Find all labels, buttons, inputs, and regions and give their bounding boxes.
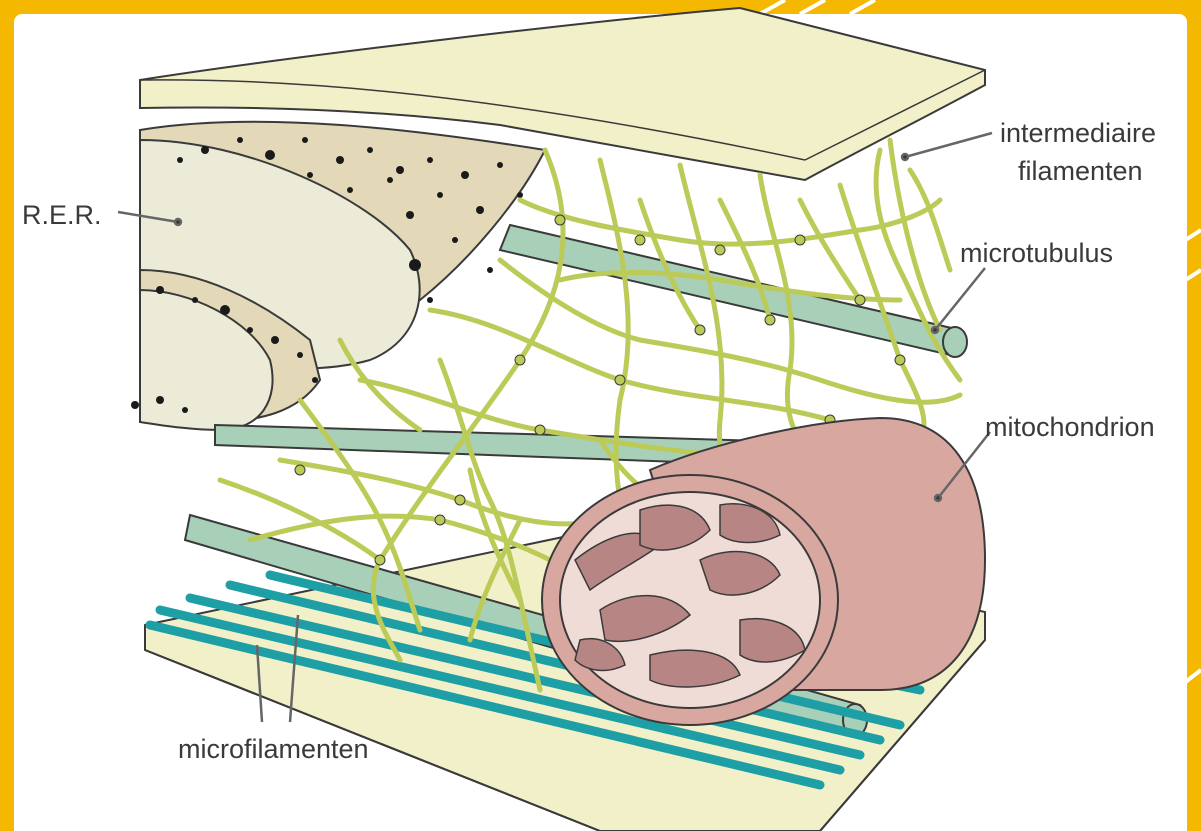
label-intermediate-filaments-line2: filamenten (1018, 156, 1143, 186)
microtubule-upper-end (943, 327, 967, 357)
label-mitochondrion: mitochondrion (985, 412, 1155, 442)
label-intermediate-filaments-line1: intermediaire (1000, 118, 1156, 148)
label-microtubule: microtubulus (960, 238, 1113, 268)
label-microfilaments: microfilamenten (178, 734, 369, 764)
label-rer: R.E.R. (22, 200, 102, 230)
